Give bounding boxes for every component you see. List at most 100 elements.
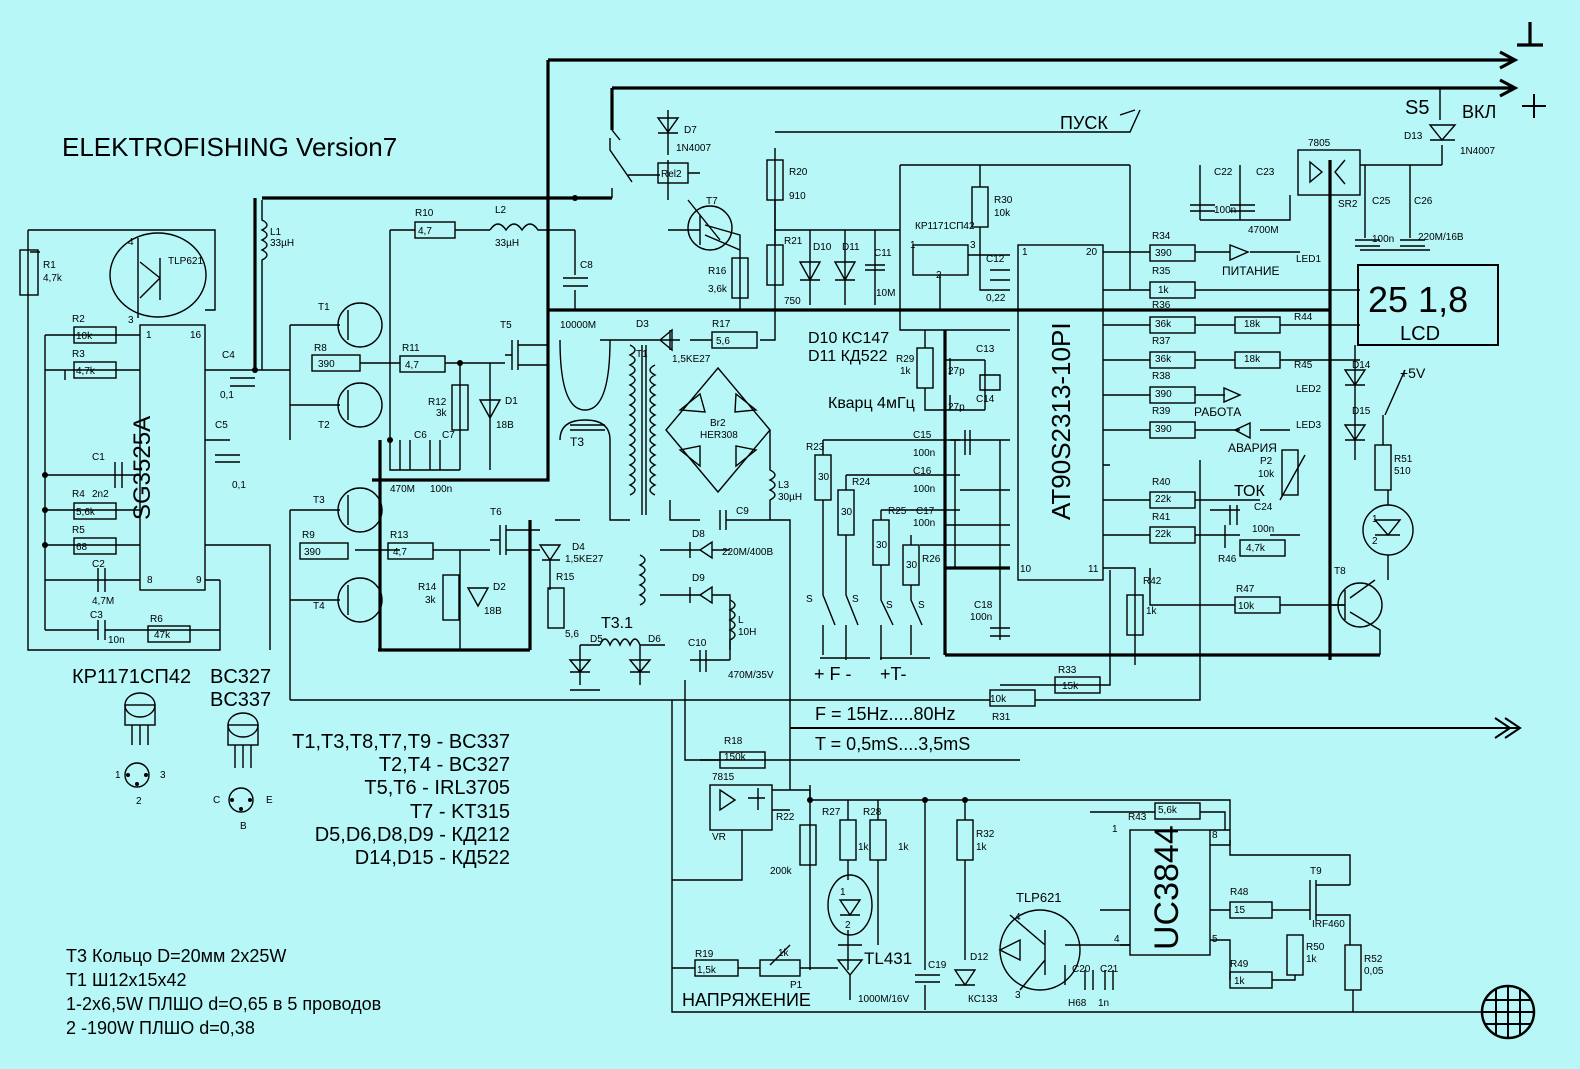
sg3525a-section — [19, 200, 290, 651]
component-label: R43 — [1128, 812, 1147, 823]
component-label: 8 — [147, 575, 153, 586]
component-label: LED2 — [1296, 384, 1321, 395]
component-label: T6 — [490, 507, 502, 518]
component-label: R37 — [1152, 336, 1171, 347]
component-label: 11 — [1088, 564, 1099, 575]
component-label: T3 — [313, 495, 325, 506]
component-label: 1k — [778, 948, 790, 959]
component-label: R16 — [708, 266, 727, 277]
component-label: 390 — [1155, 424, 1172, 435]
component-label: 2 — [845, 920, 851, 931]
component-label: 220M/16В — [1418, 232, 1464, 243]
annotation-label: +5V — [1400, 365, 1426, 381]
component-label: D2 — [493, 582, 506, 593]
ic-uc3844-label: UC3844 — [1148, 825, 1186, 950]
component-label: D3 — [636, 319, 649, 330]
component-label: 1 — [146, 330, 152, 341]
component-label: 10k — [994, 208, 1011, 219]
component-label: 10 — [1020, 564, 1032, 575]
component-label: T4 — [313, 601, 325, 612]
package-label-bc327: BC327 — [210, 666, 271, 688]
component-label: 1 — [910, 240, 916, 251]
component-label: C9 — [736, 506, 749, 517]
component-label: 2 — [136, 796, 142, 807]
component-label: 10k — [76, 331, 93, 342]
component-label: T8 — [1334, 566, 1346, 577]
annotation-label: ПУСК — [1060, 113, 1108, 133]
component-label: R5 — [72, 525, 85, 536]
component-label: R18 — [724, 736, 743, 747]
component-label: 3 — [970, 240, 976, 251]
input-arrow — [790, 717, 1522, 739]
component-label: 36k — [1155, 319, 1172, 330]
component-label: R33 — [1058, 665, 1077, 676]
transformer-note-1: T3 Кольцо D=20мм 2x25W — [66, 946, 286, 966]
annotation-label: TL431 — [864, 949, 912, 968]
component-label: 4,7 — [405, 360, 419, 371]
component-label: R6 — [150, 614, 163, 625]
component-label: 7815 — [712, 772, 735, 783]
package-label-bc337: BC337 — [210, 689, 271, 711]
relay-section — [609, 88, 1457, 310]
component-label: C1 — [92, 452, 105, 463]
component-label: 10000M — [560, 320, 596, 331]
component-label: 5,6 — [716, 336, 730, 347]
annotation-label: D11 КД522 — [808, 348, 888, 365]
component-label: R40 — [1152, 477, 1171, 488]
component-label: R39 — [1152, 406, 1171, 417]
component-label: R12 — [428, 397, 447, 408]
component-label: R47 — [1236, 584, 1255, 595]
component-label: R8 — [314, 343, 327, 354]
schematic-title: ELEKTROFISHING Version7 — [62, 132, 397, 162]
component-label: 1k — [1146, 606, 1158, 617]
component-label: 4,7 — [393, 547, 407, 558]
component-label: 1k — [1158, 285, 1170, 296]
component-label: C20 — [1072, 964, 1091, 975]
annotation-label: АВАРИЯ — [1228, 441, 1277, 455]
annotation-label: НАПРЯЖЕНИЕ — [682, 990, 811, 1010]
component-label: R2 — [72, 314, 85, 325]
component-label: C14 — [976, 394, 995, 405]
component-label: R13 — [390, 530, 409, 541]
component-label: 1000M/16V — [858, 994, 909, 1005]
component-label: 470M/35V — [728, 670, 774, 681]
component-label: R15 — [556, 572, 575, 583]
component-label: C7 — [442, 430, 455, 441]
component-label: 30 — [818, 472, 830, 483]
component-label: 5,6 — [565, 629, 579, 640]
annotation-label: Кварц 4мГц — [828, 395, 915, 412]
component-label: 3,6k — [708, 284, 728, 295]
component-label: C10 — [688, 638, 707, 649]
component-label: D1 — [505, 396, 518, 407]
component-label: 100n — [913, 448, 935, 459]
component-label: R4 — [72, 489, 85, 500]
component-label: 18k — [1244, 319, 1261, 330]
component-label: 5,6k — [1158, 805, 1178, 816]
component-label: 2n2 — [92, 489, 109, 500]
component-label: D4 — [572, 542, 585, 553]
component-label: B — [240, 821, 247, 832]
component-label: C4 — [222, 350, 235, 361]
component-label: IRF460 — [1312, 919, 1345, 930]
component-label: T1 — [318, 302, 330, 313]
component-label: 30µH — [778, 492, 802, 503]
component-label: 1,5k — [697, 965, 717, 976]
component-label: 30 — [841, 507, 853, 518]
component-label: 33µH — [495, 238, 519, 249]
lcd-label: LCD — [1400, 323, 1440, 345]
component-label: 22k — [1155, 529, 1172, 540]
component-label: L2 — [495, 205, 507, 216]
annotation-label: T = 0,5mS....3,5mS — [815, 734, 970, 754]
annotation-label: +T- — [880, 664, 907, 684]
component-label: C12 — [986, 254, 1005, 265]
component-label: P2 — [1260, 456, 1273, 467]
component-label: Br2 — [710, 418, 726, 429]
component-label: 1N4007 — [1460, 146, 1495, 157]
component-label: R50 — [1306, 942, 1325, 953]
uc3844-section — [671, 700, 1400, 1013]
component-label: 3k — [436, 408, 448, 419]
component-label: 30 — [906, 560, 918, 571]
component-label: 4,7k — [76, 366, 96, 377]
